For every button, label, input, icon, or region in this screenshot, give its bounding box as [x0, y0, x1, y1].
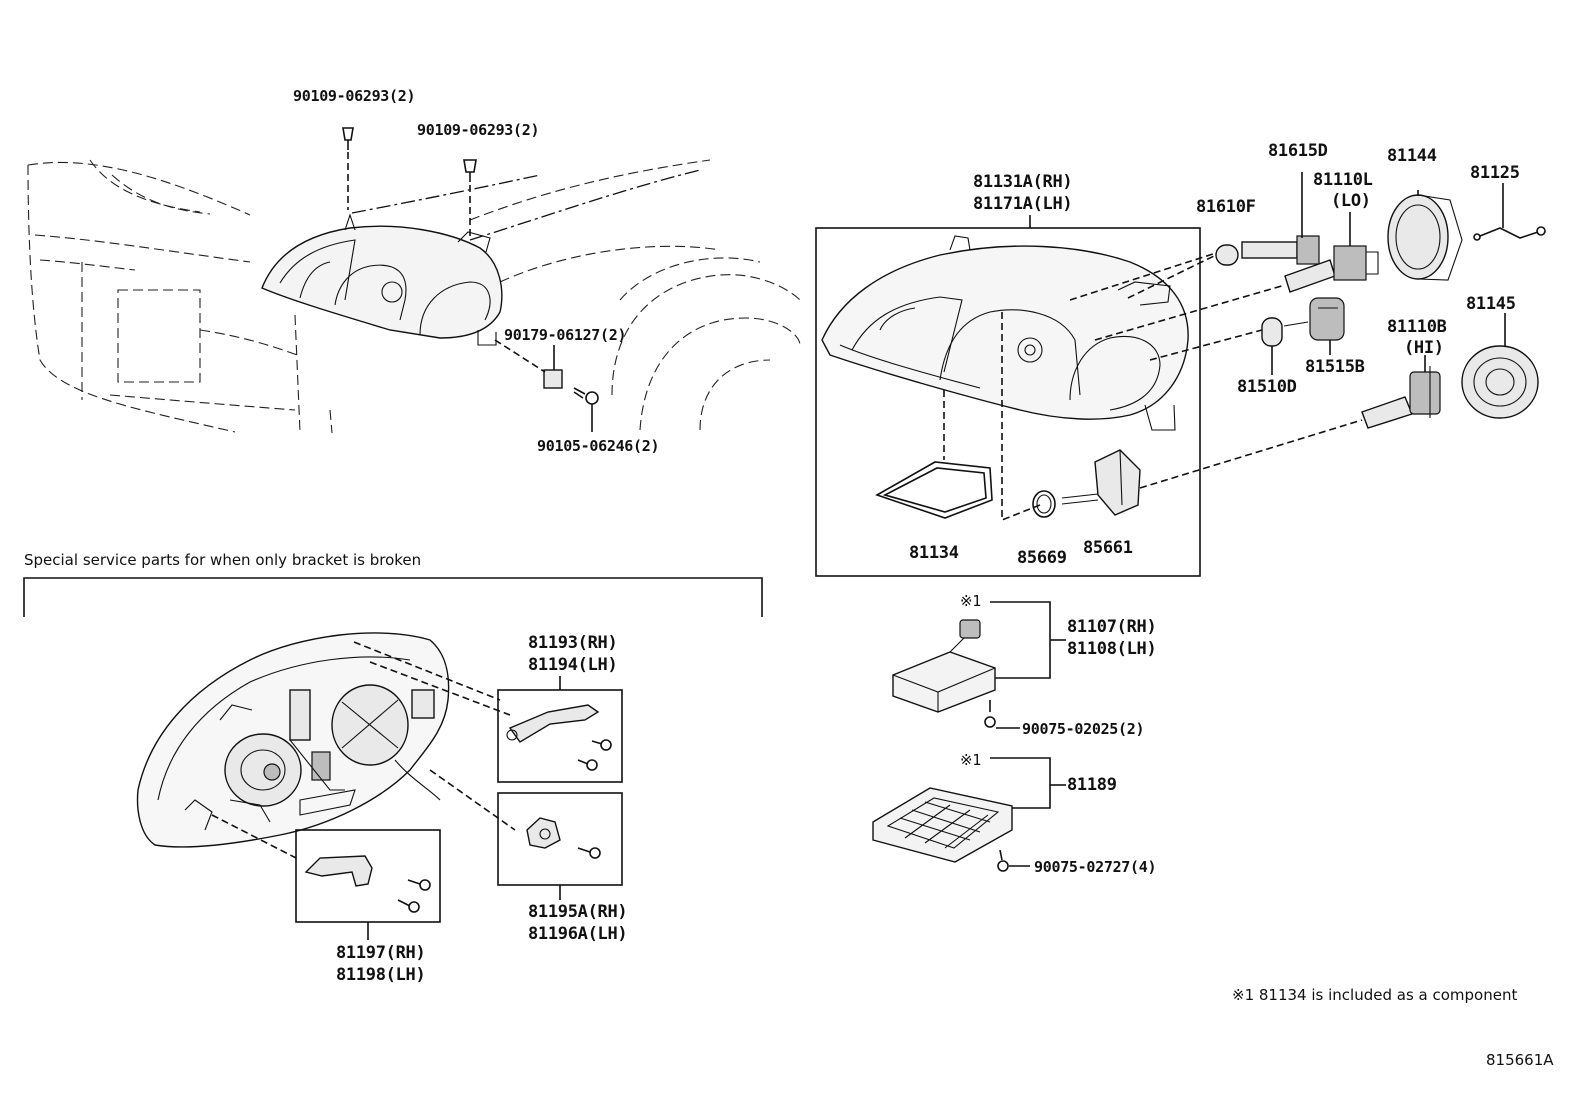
o-ring-85669	[1032, 490, 1056, 518]
label-81194-lh: 81194(LH)	[528, 655, 618, 675]
bolt-90109-b	[463, 159, 477, 238]
bulb-81110b	[1139, 355, 1441, 489]
special-service-note: Special service parts for when only brac…	[24, 551, 422, 569]
label-85661: 85661	[1083, 538, 1133, 558]
socket-81515b	[1283, 297, 1345, 355]
label-81144: 81144	[1387, 146, 1437, 166]
label-81198-lh: 81198(LH)	[336, 965, 426, 985]
label-81195a-rh: 81195A(RH)	[528, 902, 628, 922]
label-81110l: 81110L	[1313, 170, 1373, 190]
bulb-81610f	[1127, 244, 1239, 299]
figure-code: 815661A	[1486, 1051, 1554, 1069]
label-81171a-lh: 81171A(LH)	[973, 194, 1073, 214]
headlight-rear-view	[136, 632, 516, 861]
bracket-81197	[295, 829, 441, 940]
wire-81125	[1473, 183, 1546, 241]
bracket-81195a	[497, 792, 623, 900]
label-81189: 81189	[1067, 775, 1117, 795]
bulb-81110l	[1094, 212, 1379, 341]
footnote: ※1 81134 is included as a component	[1232, 986, 1518, 1004]
bulb-81615d	[1241, 172, 1320, 265]
label-mark1-lower: ※1	[960, 751, 981, 769]
label-90105-06246: 90105-06246(2)	[537, 437, 660, 455]
label-81125: 81125	[1470, 163, 1520, 183]
label-81196a-lh: 81196A(LH)	[528, 924, 628, 944]
label-mark1-upper: ※1	[960, 592, 981, 610]
ballast-computer	[892, 601, 1066, 729]
label-81510d: 81510D	[1237, 377, 1297, 397]
label-90075-02025: 90075-02025(2)	[1022, 720, 1145, 738]
label-81193-rh: 81193(RH)	[528, 633, 618, 653]
label-81145: 81145	[1466, 294, 1516, 314]
screw-90105	[573, 387, 599, 432]
label-81134: 81134	[909, 543, 959, 563]
label-90109-06293-lower: 90109-06293(2)	[417, 121, 540, 139]
headlight-installed	[261, 213, 503, 346]
label-85669: 85669	[1017, 548, 1067, 568]
cap-81144	[1387, 190, 1463, 281]
label-81108-lh: 81108(LH)	[1067, 639, 1157, 659]
special-service-bracket	[23, 577, 763, 617]
label-hi: (HI)	[1404, 338, 1444, 358]
cap-81145	[1461, 313, 1539, 419]
label-81615d: 81615D	[1268, 141, 1328, 161]
headlight-assembly	[821, 235, 1189, 431]
label-90075-02727: 90075-02727(4)	[1034, 858, 1157, 876]
bolt-90109-a	[342, 127, 354, 210]
label-81515b: 81515B	[1305, 357, 1365, 377]
label-90109-06293-upper: 90109-06293(2)	[293, 87, 416, 105]
clip-90179	[494, 339, 563, 389]
label-81610f: 81610F	[1196, 197, 1256, 217]
vehicle-front-outline	[27, 159, 801, 434]
bracket-81193	[497, 676, 623, 783]
label-lo: (LO)	[1331, 191, 1371, 211]
label-81197-rh: 81197(RH)	[336, 943, 426, 963]
label-90179-06127: 90179-06127(2)	[504, 326, 627, 344]
label-81110b: 81110B	[1387, 317, 1447, 337]
gasket-81134	[875, 390, 993, 519]
lamp-cover	[872, 757, 1066, 872]
label-81107-rh: 81107(RH)	[1067, 617, 1157, 637]
headlight-assembly-box	[815, 227, 1201, 577]
label-81131a-rh: 81131A(RH)	[973, 172, 1073, 192]
socket-85661	[1001, 312, 1141, 522]
bulb-81510d	[1149, 317, 1283, 375]
